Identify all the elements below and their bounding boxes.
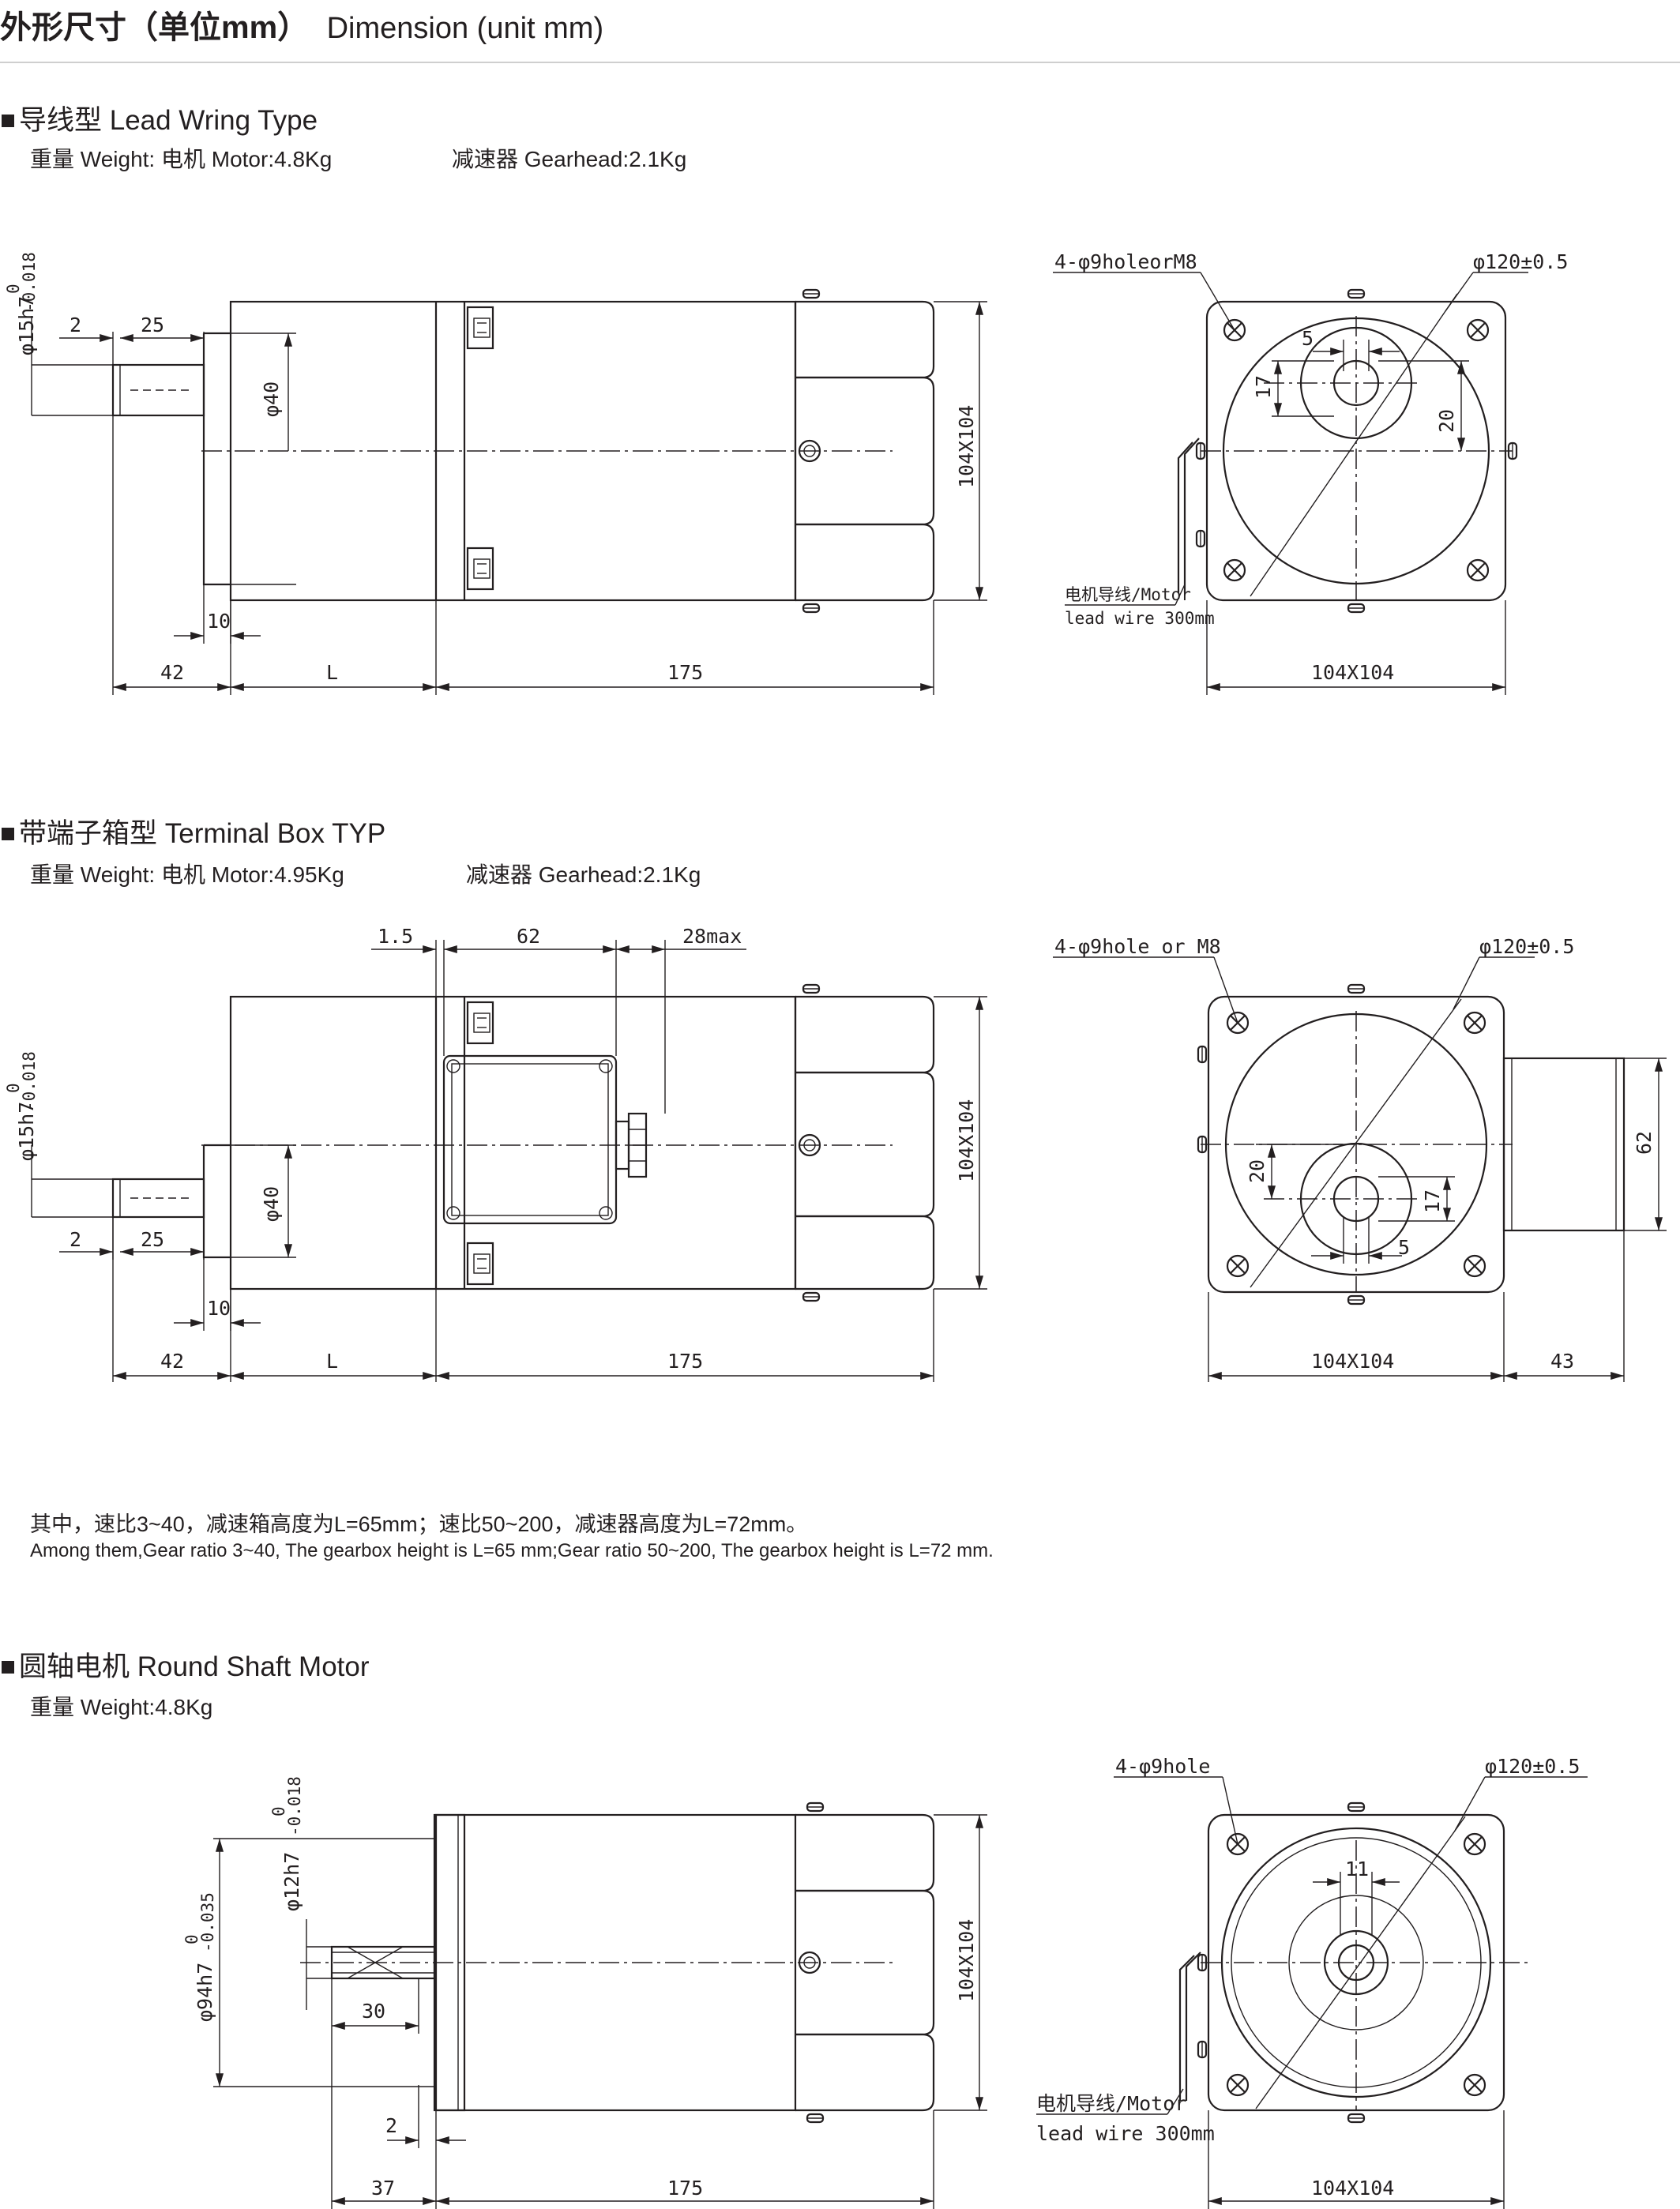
svg-text:2: 2 xyxy=(70,1228,81,1251)
svg-text:φ40: φ40 xyxy=(260,1186,283,1222)
svg-text:104X104: 104X104 xyxy=(1311,661,1394,684)
svg-text:0: 0 xyxy=(4,284,23,294)
square-bullet-icon xyxy=(2,115,14,127)
note-en: Among them,Gear ratio 3~40, The gearbox … xyxy=(30,1540,994,1561)
dim-shaft-dia: φ15h7 xyxy=(15,296,38,355)
section-lead-wire-gearhead: 减速器 Gearhead:2.1Kg xyxy=(452,147,687,171)
svg-text:104X104: 104X104 xyxy=(955,1919,978,2002)
round-shaft-side-view: φ94h7 0 -0.035 φ12h7 0 -0.018 30 2 37 17… xyxy=(182,1776,987,2209)
section-lead-wire-weight: 重量 Weight: 电机 Motor:4.8Kg xyxy=(30,147,333,171)
svg-text:φ120±0.5: φ120±0.5 xyxy=(1473,250,1568,273)
svg-text:-0.018: -0.018 xyxy=(20,252,39,312)
svg-text:L: L xyxy=(326,661,338,684)
svg-text:104X104: 104X104 xyxy=(955,1099,978,1182)
svg-text:42: 42 xyxy=(160,1350,184,1373)
svg-text:104X104: 104X104 xyxy=(955,405,978,488)
svg-text:11: 11 xyxy=(1345,1858,1369,1880)
svg-text:10: 10 xyxy=(207,610,231,633)
svg-text:104X104: 104X104 xyxy=(1311,1350,1394,1373)
svg-text:37: 37 xyxy=(371,2177,395,2200)
page-title-en: Dimension (unit mm) xyxy=(326,12,604,45)
svg-text:电机导线/Motor: 电机导线/Motor xyxy=(1065,585,1191,604)
svg-text:1.5: 1.5 xyxy=(378,925,413,948)
svg-text:5: 5 xyxy=(1398,1236,1410,1259)
svg-text:175: 175 xyxy=(667,661,703,684)
svg-text:φ120±0.5: φ120±0.5 xyxy=(1479,935,1574,958)
svg-text:φ12h7: φ12h7 xyxy=(280,1852,303,1911)
svg-text:20: 20 xyxy=(1435,409,1458,433)
svg-text:L: L xyxy=(326,1350,338,1373)
page-title-cn: 外形尺寸（单位mm） xyxy=(0,10,310,45)
svg-text:42: 42 xyxy=(160,661,184,684)
svg-text:2: 2 xyxy=(385,2114,397,2137)
svg-text:0: 0 xyxy=(4,1083,23,1093)
svg-text:φ40: φ40 xyxy=(260,381,283,417)
svg-text:φ15h7: φ15h7 xyxy=(15,1102,38,1161)
svg-text:0: 0 xyxy=(182,1934,201,1944)
svg-text:62: 62 xyxy=(1633,1131,1656,1155)
lead-wire-front-view: 4-φ9holeorM8 φ120±0.5 5 17 20 电机导线/Motor… xyxy=(1053,250,1568,695)
section-round-shaft-weight: 重量 Weight:4.8Kg xyxy=(30,1695,213,1719)
terminal-box-side-view: 1.5 62 28max φ15h7 0 -0.018 φ40 2 25 10 xyxy=(4,925,987,1382)
svg-text:17: 17 xyxy=(1252,375,1275,399)
svg-text:28max: 28max xyxy=(682,925,742,948)
svg-text:0: 0 xyxy=(269,1806,288,1816)
svg-text:104X104: 104X104 xyxy=(1311,2177,1394,2200)
svg-text:30: 30 xyxy=(362,2000,385,2023)
section-terminal-box-title: 带端子箱型 Terminal Box TYP xyxy=(2,811,385,851)
svg-text:25: 25 xyxy=(141,1228,164,1251)
svg-text:4-φ9hole or M8: 4-φ9hole or M8 xyxy=(1054,935,1221,958)
section-terminal-box-weight: 重量 Weight: 电机 Motor:4.95Kg xyxy=(30,862,344,887)
svg-text:2: 2 xyxy=(70,314,81,336)
svg-text:5: 5 xyxy=(1302,327,1314,350)
svg-text:25: 25 xyxy=(141,314,164,336)
svg-text:10: 10 xyxy=(207,1297,231,1320)
round-shaft-front-view: 11 4-φ9hole φ120±0.5 电机导线/Motor lead wir… xyxy=(1036,1755,1588,2209)
svg-text:-0.018: -0.018 xyxy=(20,1051,39,1111)
svg-text:-0.018: -0.018 xyxy=(285,1776,304,1836)
svg-text:20: 20 xyxy=(1246,1159,1268,1183)
svg-text:43: 43 xyxy=(1550,1350,1574,1373)
svg-text:17: 17 xyxy=(1421,1189,1444,1213)
square-bullet-icon xyxy=(2,1661,14,1674)
page-header: 外形尺寸（单位mm） Dimension (unit mm) xyxy=(0,2,603,47)
svg-text:175: 175 xyxy=(667,2177,703,2200)
note-cn: 其中，速比3~40，减速箱高度为L=65mm；速比50~200，减速器高度为L=… xyxy=(30,1512,808,1536)
svg-text:φ94h7: φ94h7 xyxy=(194,1963,216,2022)
svg-text:4-φ9hole: 4-φ9hole xyxy=(1115,1755,1210,1778)
svg-text:电机导线/Motor: 电机导线/Motor xyxy=(1036,2092,1186,2115)
svg-text:φ120±0.5: φ120±0.5 xyxy=(1485,1755,1580,1778)
svg-text:lead wire 300mm: lead wire 300mm xyxy=(1065,609,1215,628)
svg-text:175: 175 xyxy=(667,1350,703,1373)
svg-text:62: 62 xyxy=(517,925,540,948)
square-bullet-icon xyxy=(2,828,14,840)
section-round-shaft-title: 圆轴电机 Round Shaft Motor xyxy=(2,1644,370,1685)
section-terminal-box-gearhead: 减速器 Gearhead:2.1Kg xyxy=(466,862,701,887)
terminal-box-front-view: 4-φ9hole or M8 φ120±0.5 20 17 5 62 104X1… xyxy=(1053,935,1667,1382)
lead-wire-side-view: φ15h7 0 -0.018 2 25 φ40 10 42 L 175 xyxy=(4,252,987,695)
svg-text:-0.035: -0.035 xyxy=(198,1892,217,1952)
section-lead-wire-title: 导线型 Lead Wring Type xyxy=(2,98,318,138)
svg-text:4-φ9holeorM8: 4-φ9holeorM8 xyxy=(1054,250,1197,273)
header-divider xyxy=(0,62,1680,63)
svg-text:lead wire 300mm: lead wire 300mm xyxy=(1036,2122,1215,2145)
